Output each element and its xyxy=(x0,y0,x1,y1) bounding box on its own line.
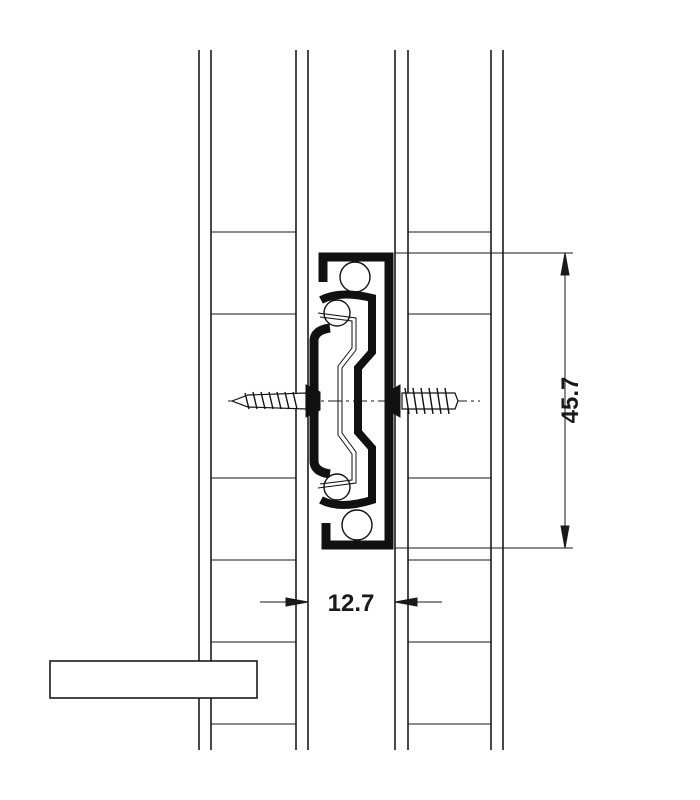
ball-bearing-bottom xyxy=(341,509,373,541)
ball-bearing-inner-top xyxy=(323,299,351,327)
ball-cage-inner xyxy=(319,316,353,485)
height-dimension xyxy=(395,252,573,549)
panel-cross-lines xyxy=(211,231,491,725)
width-dimension-label: 12.7 xyxy=(328,590,375,617)
ball-cage xyxy=(317,312,357,489)
inner-rail-member xyxy=(319,290,376,509)
screw-left xyxy=(230,384,321,418)
screw-right xyxy=(387,384,459,418)
width-dimension xyxy=(260,597,442,607)
ball-bearing-top xyxy=(339,261,371,293)
drawer-bottom-panel xyxy=(49,660,258,699)
height-dimension-label: 45.7 xyxy=(557,377,584,424)
